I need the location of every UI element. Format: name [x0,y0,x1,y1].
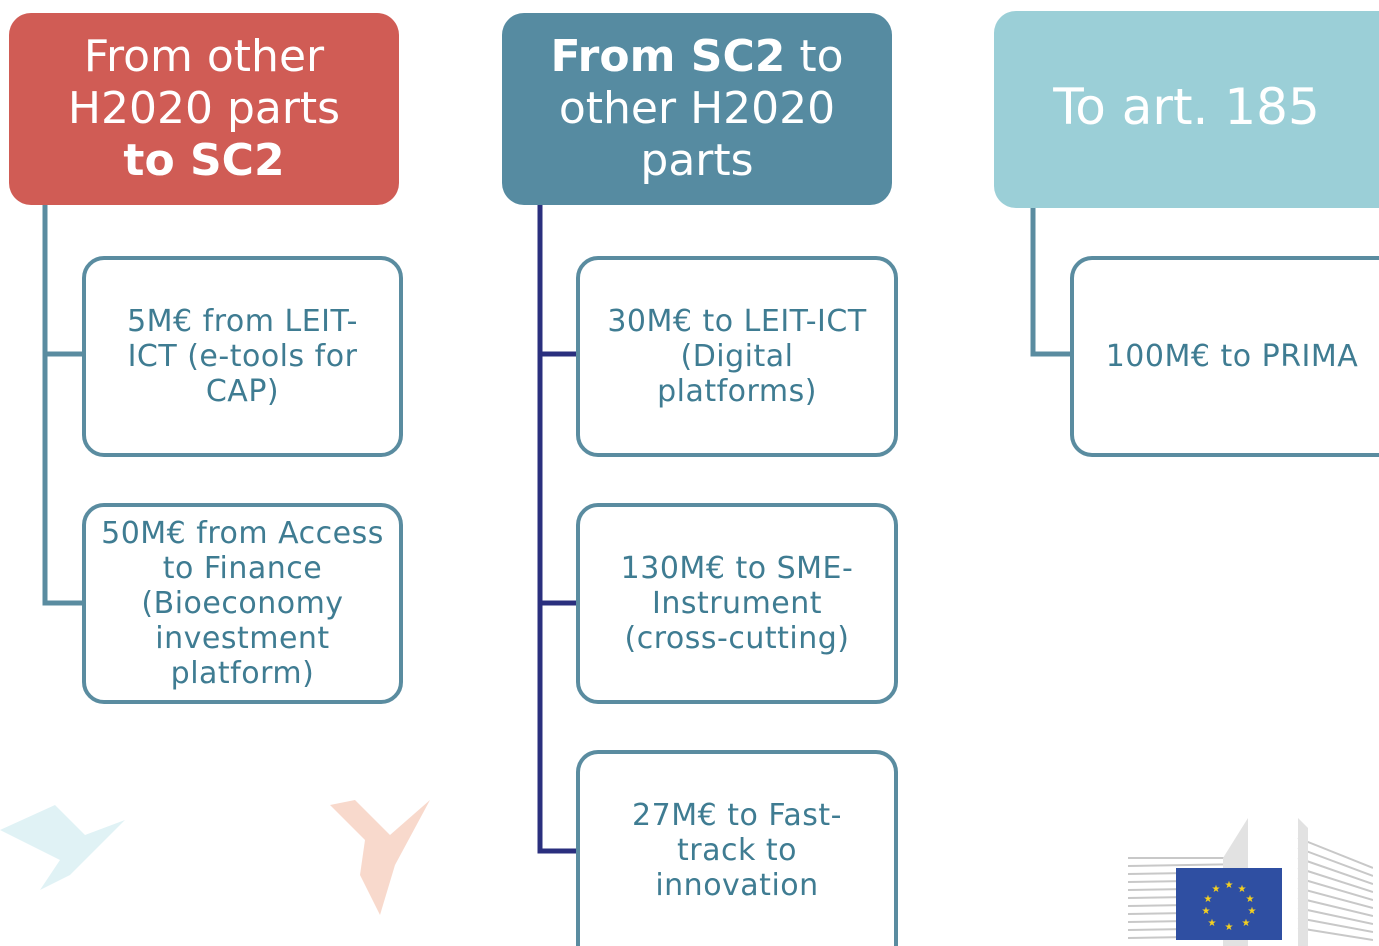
header-text: From other [83,31,325,82]
bird-decoration-icon [0,805,125,890]
header-line: From SC2 to [550,31,843,83]
svg-text:★: ★ [1208,918,1217,929]
item-text-line: track to [676,832,797,868]
item-text-line: 100M€ to PRIMA [1105,339,1359,374]
item-text-line: platform) [170,656,315,691]
svg-text:★: ★ [1242,918,1251,929]
header-text: parts [640,135,754,186]
svg-text:★: ★ [1246,894,1255,905]
item-text-line: Instrument [651,586,823,621]
connector-column-2 [537,205,578,854]
item-text-line: 27M€ to Fast- [632,797,842,833]
header-line: To art. 185 [1053,79,1320,135]
header-line: parts [640,135,753,187]
header-line: H2020 parts [68,83,340,135]
header-to-art-185: To art. 185 [994,11,1379,208]
connector-column-3 [1030,208,1072,357]
item-text-line: 5M€ from LEIT- [127,304,358,339]
connector-column-1 [42,205,84,606]
item-text-line: innovation [655,867,819,903]
bird-decoration-icon [330,800,430,915]
item-box: 130M€ to SME-Instrument(cross-cutting) [576,503,898,704]
header-text: to [785,31,844,82]
item-text-line: to Finance [162,551,323,586]
eu-commission-logo: ★★★ ★★★ ★★★ ★ [1128,818,1373,946]
svg-text:★: ★ [1238,884,1247,895]
item-text-line: 130M€ to SME- [620,551,854,586]
item-box: 100M€ to PRIMA [1070,256,1379,457]
item-text-line: (Digital [680,339,794,374]
svg-text:★: ★ [1225,880,1234,891]
header-line: to SC2 [123,135,284,187]
item-text-line: ICT (e-tools for [127,339,358,374]
svg-text:★: ★ [1212,884,1221,895]
svg-text:★: ★ [1248,906,1257,917]
header-line: other H2020 [559,83,835,135]
item-text-line: 30M€ to LEIT-ICT [607,304,867,339]
item-text-line: investment [155,621,330,656]
header-text: From SC2 [550,31,786,82]
header-line: From other [84,31,324,83]
svg-text:★: ★ [1225,922,1234,933]
header-text: to SC2 [123,135,285,186]
svg-text:★: ★ [1204,894,1213,905]
svg-text:★: ★ [1202,906,1211,917]
item-text-line: (cross-cutting) [624,621,850,656]
item-text-line: CAP) [205,374,280,409]
header-text: To art. 185 [1053,77,1320,136]
header-text: other H2020 [558,83,836,134]
item-text-line: 50M€ from Access [101,516,384,551]
item-text-line: (Bioeconomy [141,586,344,621]
header-text: H2020 parts [67,83,341,134]
item-text-line: platforms) [657,374,817,409]
